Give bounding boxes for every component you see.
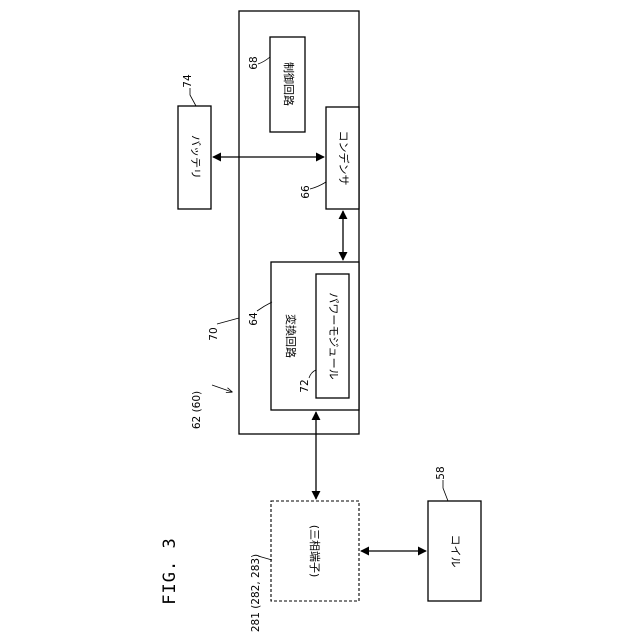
three-phase-terminal-ref: 281 (282, 283) xyxy=(250,554,262,632)
conversion-circuit-label: 変換回路 xyxy=(284,314,298,358)
battery-leader xyxy=(190,88,196,106)
power-module-ref: 72 xyxy=(299,379,311,392)
control-circuit-ref: 68 xyxy=(248,56,260,69)
coil-leader xyxy=(443,480,448,501)
battery-label: バッテリ xyxy=(189,135,202,179)
coil-ref: 58 xyxy=(435,466,447,479)
battery-ref: 74 xyxy=(182,74,194,88)
coil-label: コイル xyxy=(449,535,462,568)
capacitor-ref: 66 xyxy=(300,185,312,199)
group-arrow xyxy=(212,385,232,392)
power-module-label: パワーモジュール xyxy=(327,292,340,379)
device-leader xyxy=(217,318,239,324)
capacitor-label: コンデンサ xyxy=(337,131,351,186)
figure-title: FIG. 3 xyxy=(160,537,180,604)
group-ref: 62 (60) xyxy=(191,391,203,429)
device-ref: 70 xyxy=(208,327,220,340)
three-phase-terminal-label: (三相端子) xyxy=(308,525,321,578)
conversion-circuit-ref: 64 xyxy=(248,312,260,326)
control-circuit-label: 制御回路 xyxy=(282,62,296,106)
